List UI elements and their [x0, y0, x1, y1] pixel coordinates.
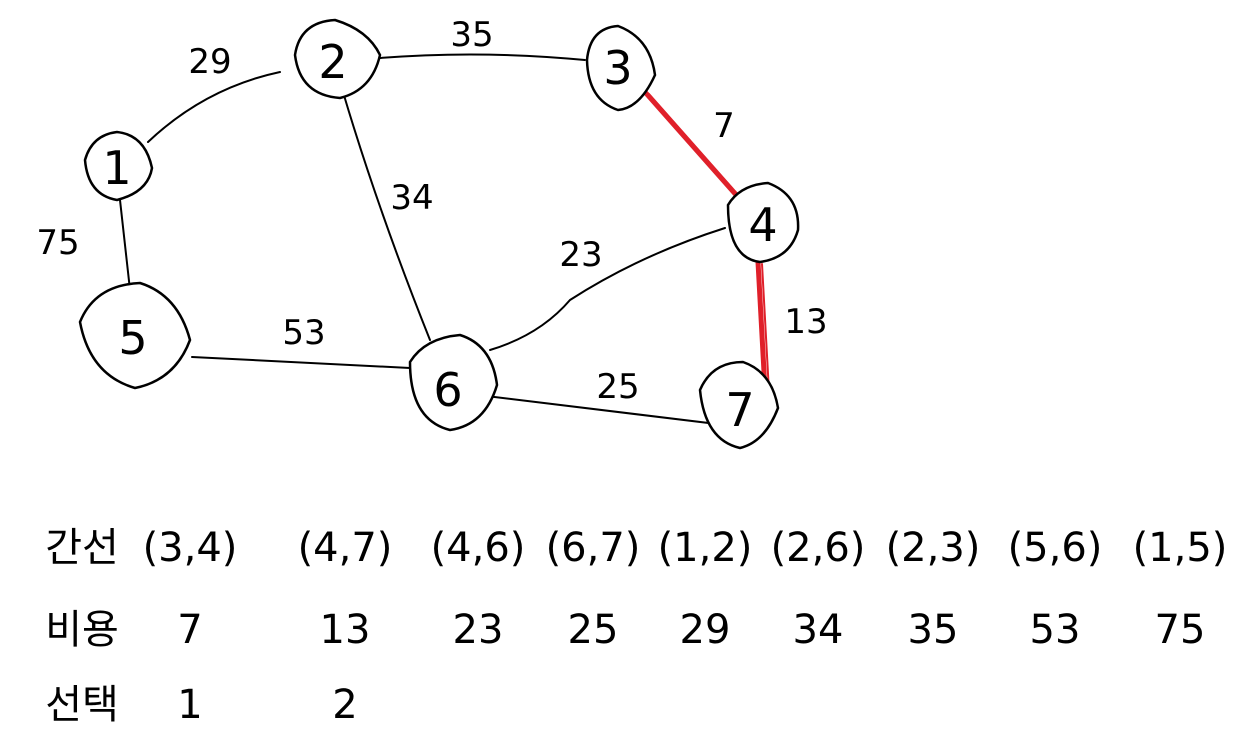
- edge-weight-1-5: 75: [36, 223, 79, 263]
- row-label-select: 선택: [45, 682, 119, 728]
- table-cell-edge-7: (5,6): [1008, 525, 1103, 571]
- row-label-cost: 비용: [45, 607, 119, 653]
- edge-highlight-stroke-3-4: [648, 93, 750, 208]
- edge-line-6-4: [489, 227, 726, 351]
- node-outline-1: [83, 130, 154, 202]
- edge-2-3: 35: [379, 15, 586, 61]
- edge-cost-table: 간선 (3,4) (4,7) (4,6) (6,7) (1,2) (2,6) (2,3) (5,…: [45, 525, 1227, 728]
- edge-weight-5-6: 53: [282, 313, 325, 353]
- edge-weight-1-2: 29: [188, 42, 231, 82]
- table-cell-edge-0: (3,4): [143, 525, 238, 571]
- node-2: 2: [293, 18, 382, 100]
- edge-weight-2-3: 35: [450, 15, 493, 55]
- node-outline-7: [698, 360, 780, 450]
- node-outline-6: [408, 333, 499, 432]
- edge-1-5: 75: [36, 199, 131, 291]
- edge-line-3-4: [642, 89, 748, 208]
- row-label-edge: 간선: [45, 525, 119, 571]
- node-label-5: 5: [118, 311, 147, 365]
- table-cell-edge-8: (1,5): [1133, 525, 1228, 571]
- table-cell-select-0: 1: [177, 682, 202, 728]
- table-cell-edge-1: (4,7): [298, 525, 393, 571]
- table-cell-edge-5: (2,6): [771, 525, 866, 571]
- edge-weight-6-7: 25: [596, 367, 639, 407]
- table-cell-cost-5: 34: [793, 607, 844, 653]
- table-cell-cost-8: 75: [1155, 607, 1206, 653]
- edge-weight-2-6: 34: [390, 178, 433, 218]
- table-cell-edge-6: (2,3): [886, 525, 981, 571]
- edge-line-2-6: [342, 91, 431, 341]
- node-6: 6: [408, 333, 499, 432]
- edge-highlight-stroke-4-7: [761, 263, 770, 393]
- edge-6-7: 25: [477, 367, 726, 426]
- table-cell-cost-6: 35: [908, 607, 959, 653]
- edge-line-1-2: [147, 71, 281, 143]
- edge-weight-6-4: 23: [559, 235, 602, 275]
- table-cell-cost-2: 23: [453, 607, 504, 653]
- table-cell-cost-7: 53: [1030, 607, 1081, 653]
- node-outline-5: [78, 281, 192, 390]
- edge-line-2-3: [379, 53, 586, 61]
- table-cell-cost-1: 13: [320, 607, 371, 653]
- node-label-7: 7: [725, 383, 754, 437]
- node-outline-2: [293, 18, 382, 100]
- node-label-2: 2: [318, 35, 347, 89]
- node-7: 7: [698, 360, 780, 450]
- edge-line-6-7: [477, 394, 726, 426]
- table-cell-edge-2: (4,6): [431, 525, 526, 571]
- node-label-4: 4: [748, 198, 777, 252]
- edge-weight-3-4: 7: [713, 106, 735, 146]
- table-cell-cost-3: 25: [568, 607, 619, 653]
- node-4: 4: [726, 181, 800, 264]
- node-1: 1: [83, 130, 154, 202]
- node-outline-4: [726, 181, 800, 264]
- edge-5-6: 53: [191, 313, 411, 369]
- edge-3-4: 7: [642, 89, 750, 208]
- node-outline-3: [585, 24, 657, 112]
- table-cell-edge-3: (6,7): [546, 525, 641, 571]
- node-label-1: 1: [102, 141, 131, 195]
- table-cell-edge-4: (1,2): [658, 525, 753, 571]
- edge-weight-4-7: 13: [784, 302, 827, 342]
- node-3: 3: [585, 24, 657, 112]
- edge-line-4-7: [755, 259, 768, 393]
- edge-4-7: 13: [755, 259, 828, 393]
- node-label-3: 3: [603, 41, 632, 95]
- node-label-6: 6: [433, 363, 462, 417]
- table-cell-cost-0: 7: [177, 607, 202, 653]
- edge-1-2: 29: [147, 42, 281, 143]
- edge-line-1-5: [119, 199, 131, 291]
- table-cell-select-1: 2: [332, 682, 357, 728]
- edge-6-4: 23: [489, 227, 726, 351]
- table-cell-cost-4: 29: [680, 607, 731, 653]
- node-5: 5: [78, 281, 192, 390]
- edge-2-6: 34: [342, 91, 434, 341]
- edge-line-5-6: [191, 356, 411, 369]
